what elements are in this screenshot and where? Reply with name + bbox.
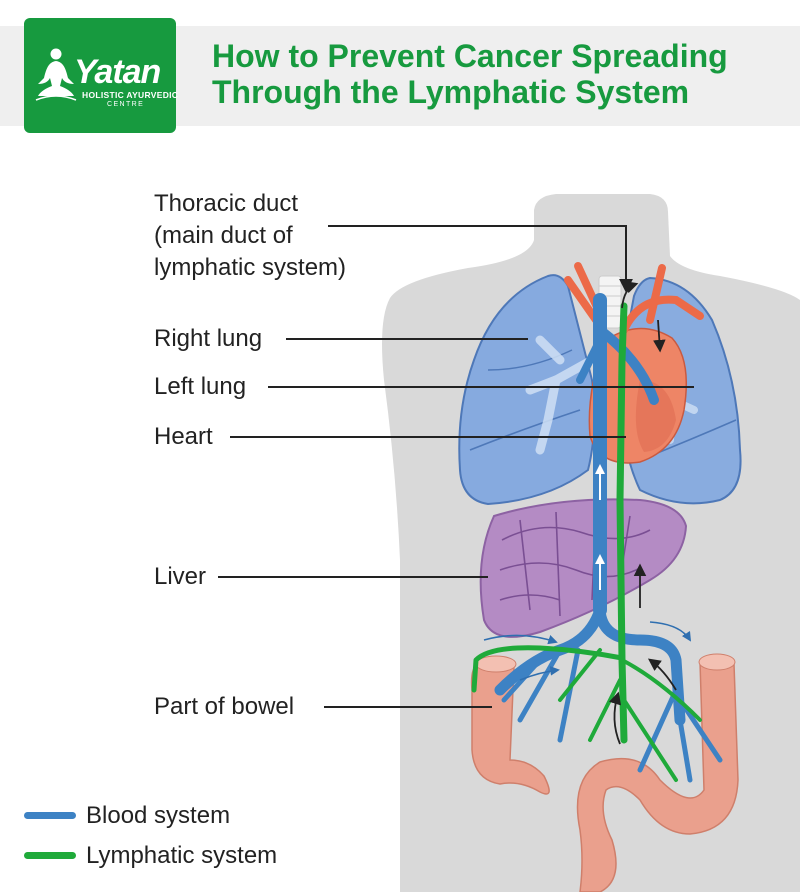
lymphatic-vessels [471,302,702,782]
right-lung-fissure-2 [487,349,573,371]
arteries [564,262,704,334]
flow-arrows-blood [483,621,692,681]
bowel-right [576,658,739,892]
leader-thoracic [328,225,633,293]
legend-swatch-blood [24,812,76,819]
logo-subtitle: HOLISTIC AYURVEDIC [82,90,179,100]
label-left-lung: Left lung [154,373,247,400]
page-title: How to Prevent Cancer Spreading Through … [212,38,792,110]
heart-inner [635,380,676,452]
title-line-1: How to Prevent Cancer Spreading [212,38,728,74]
title-line-2: Through the Lymphatic System [212,74,690,110]
label-thoracic-duct-2: (main duct of [154,222,293,249]
leader-lines [218,225,694,708]
label-thoracic-duct-3: lymphatic system) [154,254,347,281]
label-heart: Heart [154,423,213,450]
label-right-lung: Right lung [154,325,263,352]
logo-subtitle-centre: CENTRE [107,101,145,108]
right-lung-fissure [469,409,581,451]
legend-label-blood: Blood system [86,802,231,829]
legend-label-lymphatic: Lymphatic system [86,842,278,869]
logo-name: Yatan [74,53,161,91]
bowel-left [470,659,550,795]
legend-swatch-lymphatic [24,852,76,859]
label-part-of-bowel: Part of bowel [154,693,295,720]
logo[interactable]: Yatan HOLISTIC AYURVEDIC CENTRE [24,18,179,133]
meditating-figure-icon [35,48,77,101]
label-liver: Liver [154,563,207,590]
label-thoracic-duct: Thoracic duct [154,190,299,217]
